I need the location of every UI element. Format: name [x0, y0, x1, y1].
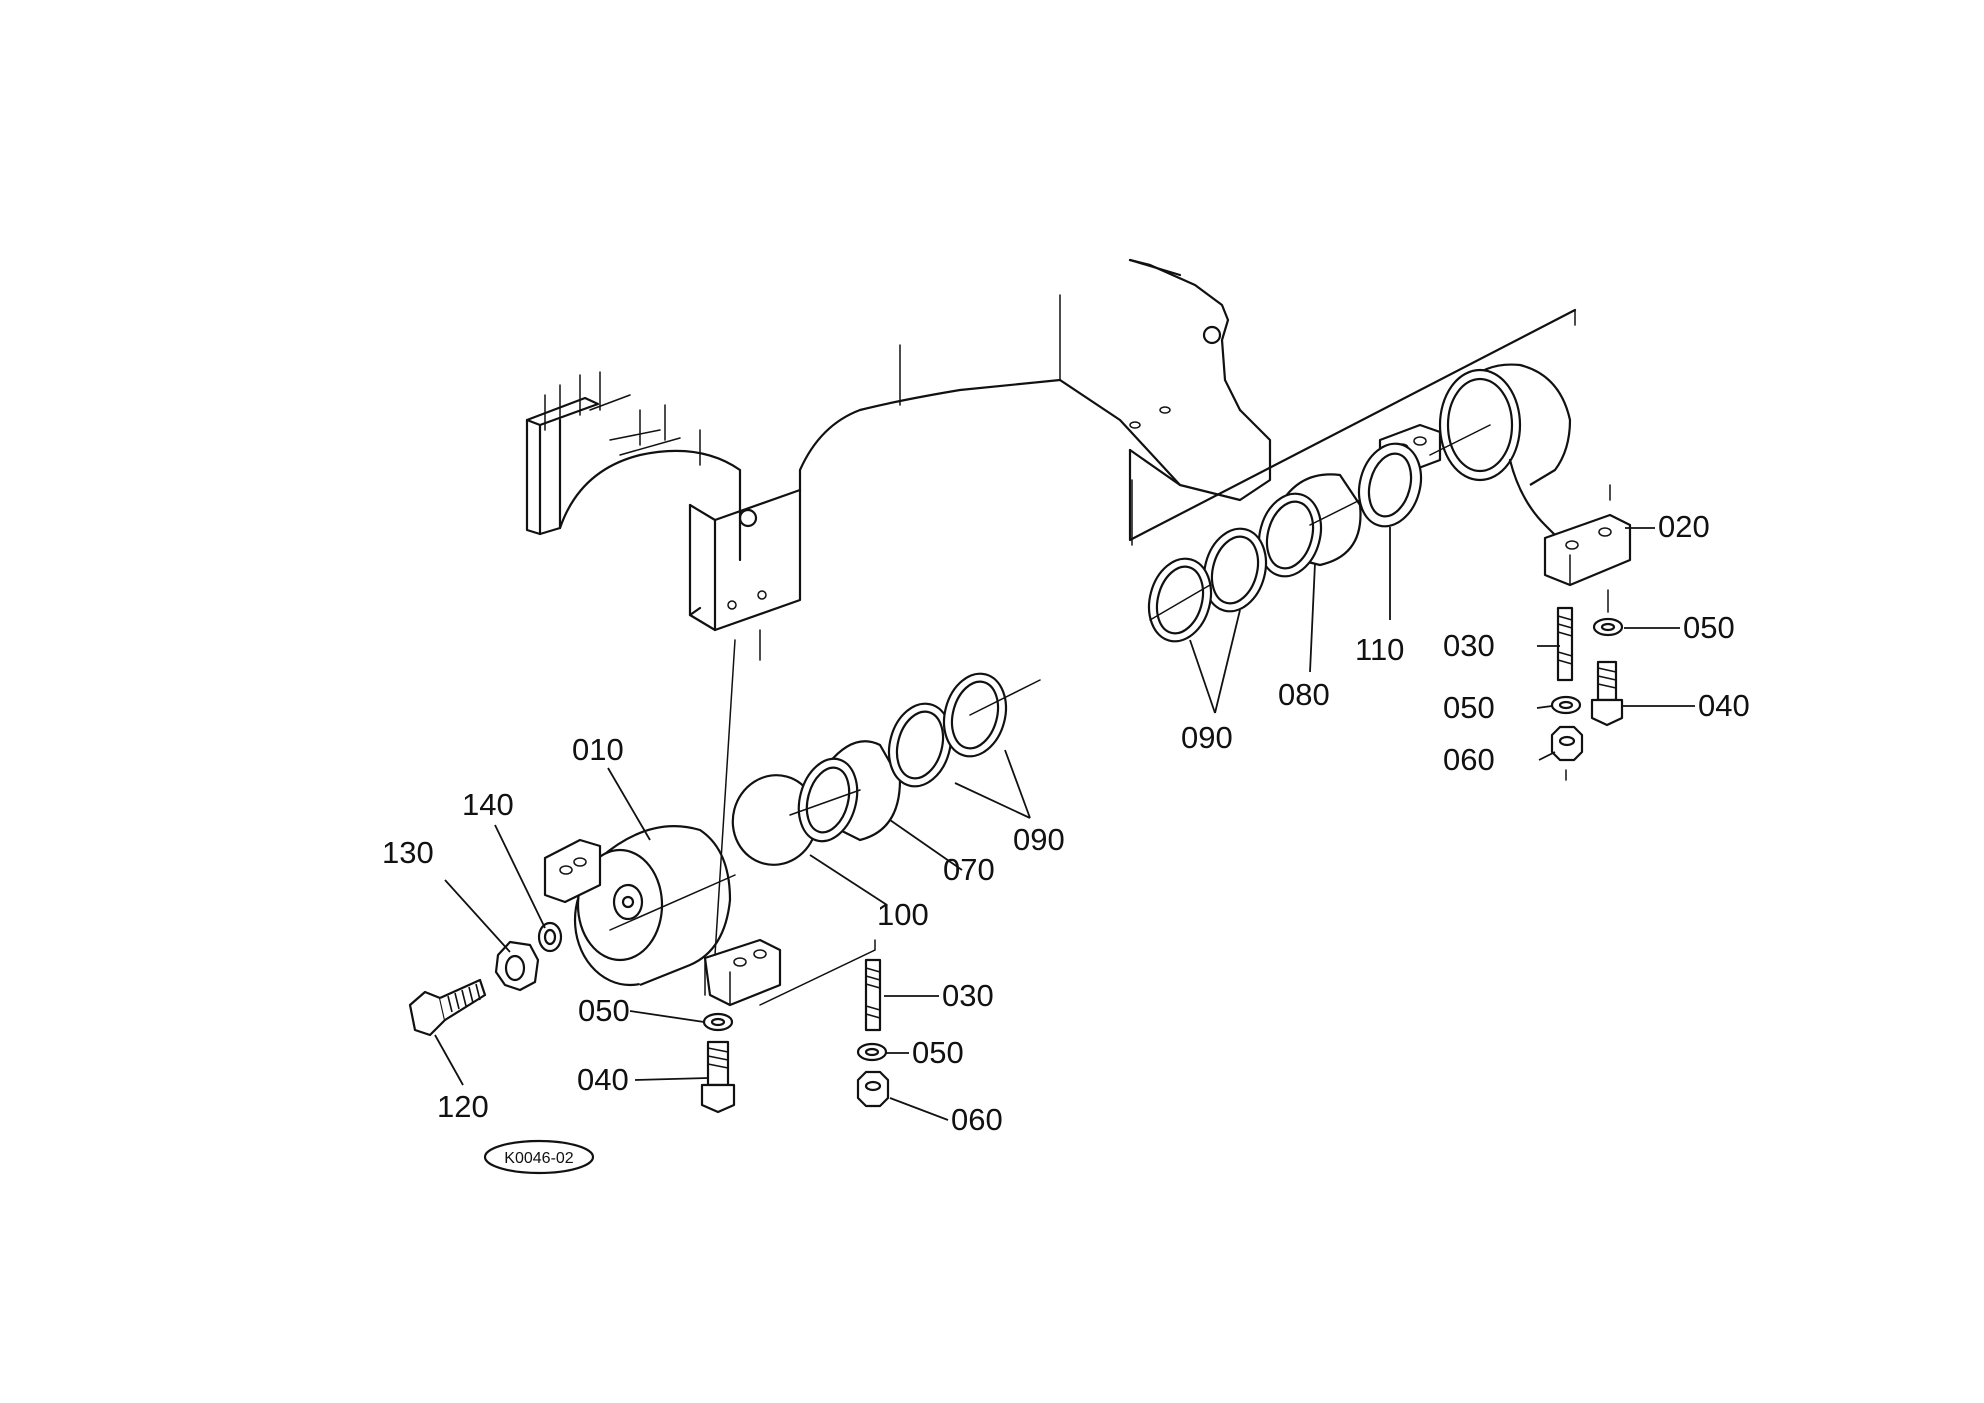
- part-140-washer: [537, 921, 563, 953]
- callout-050-right-a: 050: [1683, 610, 1735, 645]
- assembly-guide-line-stud: [759, 939, 876, 1006]
- callout-030-left: 030: [942, 978, 994, 1013]
- part-040-bolt-right: [1590, 660, 1624, 727]
- part-030-stud-right: [1556, 606, 1574, 682]
- part-110-thrust-washer-right: [1357, 442, 1423, 528]
- callout-030-right: 030: [1443, 628, 1495, 663]
- callout-110: 110: [1355, 632, 1404, 667]
- assembly-guide-line-left: [714, 639, 736, 956]
- part-090-seal-rings-right: [1147, 527, 1268, 643]
- part-030-stud-left: [864, 958, 882, 1032]
- part-050-lockwasher-right-b: [1550, 695, 1582, 715]
- callout-090-right: 090: [1181, 720, 1233, 755]
- part-010-bearing-bracket-left: [543, 825, 782, 1007]
- callout-050-left-a: 050: [578, 993, 630, 1028]
- part-050-lockwasher-left-b: [856, 1042, 888, 1062]
- callout-050-left-b: 050: [912, 1035, 964, 1070]
- shaft-axis-right: [1149, 424, 1491, 621]
- callout-080: 080: [1278, 677, 1330, 712]
- callout-090-left: 090: [1013, 822, 1065, 857]
- leader-lines: [434, 527, 1695, 1121]
- part-050-lockwasher-left-a: [702, 1012, 734, 1032]
- part-050-lockwasher-right-a: [1592, 617, 1624, 637]
- callout-060-left: 060: [951, 1102, 1003, 1137]
- callout-050-right-b: 050: [1443, 690, 1495, 725]
- diagram-code-text: K0046-02: [504, 1150, 573, 1167]
- callout-040-right: 040: [1698, 688, 1750, 723]
- callout-060-right: 060: [1443, 742, 1495, 777]
- callout-040-left: 040: [577, 1062, 629, 1097]
- diagram-code-badge: K0046-02: [483, 1139, 595, 1175]
- part-070-bushing-left: [797, 740, 902, 843]
- fastener-axis-right: [1565, 589, 1609, 781]
- callout-010: 010: [572, 732, 624, 767]
- part-060-nut-right: [1550, 725, 1584, 762]
- callout-130: 130: [382, 835, 434, 870]
- callout-100: 100: [877, 897, 929, 932]
- callout-120: 120: [437, 1089, 489, 1124]
- callout-070: 070: [943, 852, 995, 887]
- part-120-bolt: [408, 978, 487, 1037]
- shaft-axis-left: [609, 679, 1041, 931]
- part-130-nut: [494, 940, 540, 992]
- part-060-nut-left: [856, 1070, 890, 1108]
- part-090-seal-rings-left: [887, 672, 1008, 788]
- part-040-bolt-left: [700, 1040, 736, 1114]
- frame-housing: [525, 258, 1577, 661]
- callout-020: 020: [1658, 509, 1710, 544]
- callout-140: 140: [462, 787, 514, 822]
